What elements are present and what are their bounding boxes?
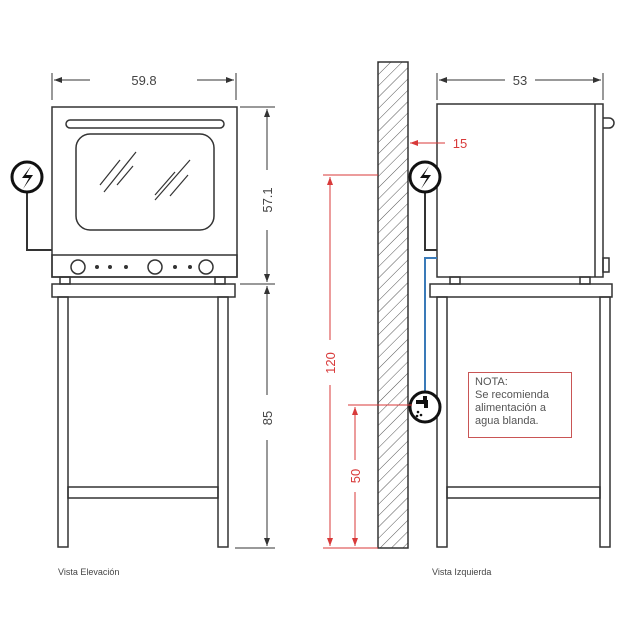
width-label: 59.8 (131, 73, 156, 88)
side-view-caption: Vista Izquierda (432, 567, 491, 577)
control-panel (51, 254, 238, 278)
knob (147, 259, 163, 275)
glass-reflection (99, 151, 191, 201)
front-view (26, 106, 238, 548)
water-note: NOTA: Se recomienda alimentación a agua … (468, 372, 572, 438)
power-height-label: 120 (323, 352, 338, 374)
note-line: alimentación a (475, 402, 546, 414)
oven-body (51, 106, 238, 278)
oven-window (75, 133, 215, 231)
wall-gap-label: 15 (453, 136, 467, 151)
stand-leg (217, 296, 229, 548)
note-line: Se recomienda (475, 389, 549, 401)
water-pipe (424, 257, 437, 392)
note-line: agua blanda. (475, 415, 539, 427)
water-tap-icon (408, 390, 442, 424)
oven-height-label: 57.1 (260, 187, 275, 212)
knob (198, 259, 214, 275)
electric-connection-icon (10, 160, 44, 194)
note-title: NOTA: (475, 376, 508, 388)
door-handle (65, 119, 225, 129)
stand-top (51, 283, 236, 298)
knob (70, 259, 86, 275)
oven-body-side (436, 103, 604, 278)
stand-height-label: 85 (260, 411, 275, 425)
stand-top-side (429, 283, 613, 298)
electric-connection-icon (408, 160, 442, 194)
depth-label: 53 (513, 73, 527, 88)
wall (377, 61, 409, 549)
front-view-caption: Vista Elevación (58, 567, 119, 577)
water-height-label: 50 (348, 469, 363, 483)
stand-crossbar (67, 486, 219, 499)
stand-leg (57, 296, 69, 548)
side-view (424, 103, 615, 548)
